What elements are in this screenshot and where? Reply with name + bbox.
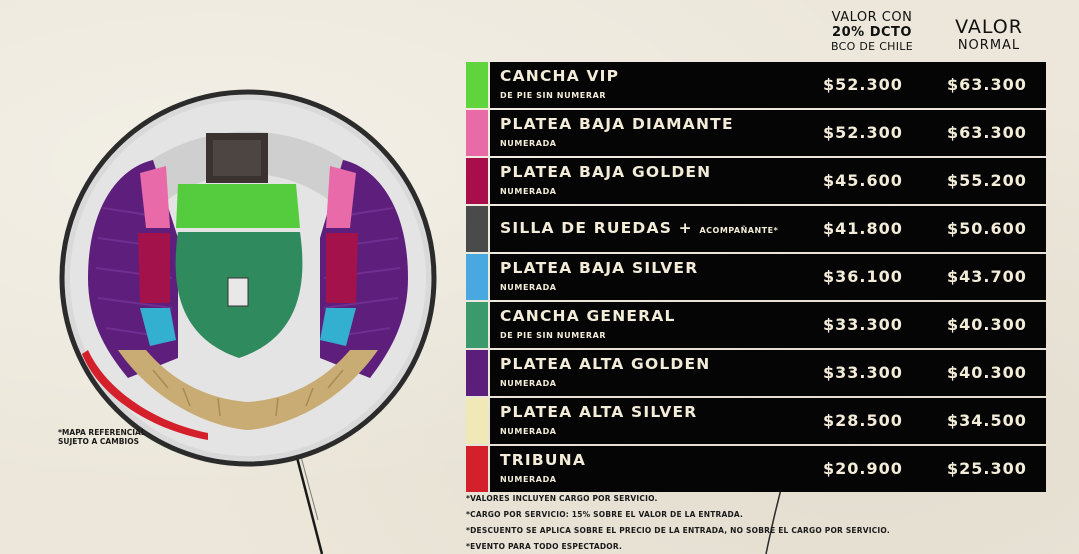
normal-header-line2: NORMAL [957, 38, 1021, 53]
footnote: *DESCUENTO SE APLICA SOBRE EL PRECIO DE … [466, 526, 890, 535]
zone-subtitle: NUMERADA [500, 427, 557, 436]
footnotes: *VALORES INCLUYEN CARGO POR SERVICIO. *C… [466, 491, 890, 554]
normal-price: $43.700 [947, 267, 1027, 286]
zone-name: PLATEA BAJA SILVER [500, 259, 699, 277]
zone-subtitle: NUMERADA [500, 379, 557, 388]
normal-price-header: VALOR NORMAL [938, 10, 1040, 53]
normal-price: $34.500 [947, 411, 1027, 430]
zone-subtitle: NUMERADA [500, 187, 557, 196]
zone-name: CANCHA GENERAL [500, 307, 676, 325]
zone-name: CANCHA VIP [500, 67, 620, 85]
row-bar: PLATEA ALTA SILVER NUMERADA $28.500 $34.… [490, 398, 1046, 444]
row-bar: CANCHA VIP DE PIE SIN NUMERAR $52.300 $6… [490, 62, 1046, 108]
row-bar: CANCHA GENERAL DE PIE SIN NUMERAR $33.30… [490, 302, 1046, 348]
zone-name-main: SILLA DE RUEDAS + [500, 219, 700, 237]
discount-header-line2: 20% DCTO [832, 25, 912, 40]
footnote: *CARGO POR SERVICIO: 15% SOBRE EL VALOR … [466, 510, 744, 519]
zone-subtitle: NUMERADA [500, 139, 557, 148]
zone-name: PLATEA BAJA DIAMANTE [500, 115, 734, 133]
price-row-silla-de-ruedas: SILLA DE RUEDAS + ACOMPAÑANTE* $41.800 $… [466, 206, 1046, 254]
color-swatch [466, 158, 488, 204]
discount-price: $20.900 [823, 459, 903, 478]
color-swatch [466, 206, 488, 252]
normal-header-line1: VALOR [955, 16, 1023, 38]
color-swatch [466, 446, 488, 492]
footnote: *VALORES INCLUYEN CARGO POR SERVICIO. [466, 494, 658, 503]
normal-price: $63.300 [947, 123, 1027, 142]
zone-name-extra: ACOMPAÑANTE* [699, 226, 779, 235]
normal-price: $40.300 [947, 315, 1027, 334]
color-swatch [466, 110, 488, 156]
discount-price: $33.300 [823, 363, 903, 382]
zone-subtitle: DE PIE SIN NUMERAR [500, 331, 607, 340]
zone-subtitle: DE PIE SIN NUMERAR [500, 91, 607, 100]
price-table: CANCHA VIP DE PIE SIN NUMERAR $52.300 $6… [466, 62, 1046, 494]
discount-price: $28.500 [823, 411, 903, 430]
zone-name: TRIBUNA [500, 451, 587, 469]
zone-subtitle: NUMERADA [500, 283, 557, 292]
color-swatch [466, 398, 488, 444]
zone-name: SILLA DE RUEDAS + ACOMPAÑANTE* [500, 219, 778, 237]
stadium-illustration [59, 89, 437, 467]
price-row-platea-baja-golden: PLATEA BAJA GOLDEN NUMERADA $45.600 $55.… [466, 158, 1046, 206]
normal-price: $50.600 [947, 219, 1027, 238]
color-swatch [466, 62, 488, 108]
discount-price: $52.300 [823, 75, 903, 94]
discount-price: $41.800 [823, 219, 903, 238]
discount-price: $52.300 [823, 123, 903, 142]
price-row-tribuna: TRIBUNA NUMERADA $20.900 $25.300 [466, 446, 1046, 494]
normal-price: $25.300 [947, 459, 1027, 478]
zone-name: PLATEA BAJA GOLDEN [500, 163, 712, 181]
venue-seating-map [58, 88, 438, 468]
normal-price: $63.300 [947, 75, 1027, 94]
row-bar: PLATEA BAJA GOLDEN NUMERADA $45.600 $55.… [490, 158, 1046, 204]
discount-price: $45.600 [823, 171, 903, 190]
row-bar: PLATEA BAJA DIAMANTE NUMERADA $52.300 $6… [490, 110, 1046, 156]
discount-header-line3: BCO DE CHILE [831, 40, 913, 53]
price-row-platea-baja-diamante: PLATEA BAJA DIAMANTE NUMERADA $52.300 $6… [466, 110, 1046, 158]
zone-name: PLATEA ALTA SILVER [500, 403, 698, 421]
zone-subtitle: NUMERADA [500, 475, 557, 484]
discount-header-line1: VALOR CON [831, 10, 913, 25]
price-row-cancha-vip: CANCHA VIP DE PIE SIN NUMERAR $52.300 $6… [466, 62, 1046, 110]
discount-price: $33.300 [823, 315, 903, 334]
normal-price: $40.300 [947, 363, 1027, 382]
price-row-platea-baja-silver: PLATEA BAJA SILVER NUMERADA $36.100 $43.… [466, 254, 1046, 302]
color-swatch [466, 302, 488, 348]
price-row-platea-alta-silver: PLATEA ALTA SILVER NUMERADA $28.500 $34.… [466, 398, 1046, 446]
discount-price-header: VALOR CON 20% DCTO BCO DE CHILE [812, 10, 932, 53]
row-bar: SILLA DE RUEDAS + ACOMPAÑANTE* $41.800 $… [490, 206, 1046, 252]
row-bar: TRIBUNA NUMERADA $20.900 $25.300 [490, 446, 1046, 492]
zone-name: PLATEA ALTA GOLDEN [500, 355, 711, 373]
normal-price: $55.200 [947, 171, 1027, 190]
color-swatch [466, 350, 488, 396]
footnote: *EVENTO PARA TODO ESPECTADOR. [466, 542, 623, 551]
row-bar: PLATEA BAJA SILVER NUMERADA $36.100 $43.… [490, 254, 1046, 300]
price-row-cancha-general: CANCHA GENERAL DE PIE SIN NUMERAR $33.30… [466, 302, 1046, 350]
row-bar: PLATEA ALTA GOLDEN NUMERADA $33.300 $40.… [490, 350, 1046, 396]
discount-price: $36.100 [823, 267, 903, 286]
map-disclaimer: *MAPA REFERENCIAL SUJETO A CAMBIOS [58, 428, 146, 446]
color-swatch [466, 254, 488, 300]
price-row-platea-alta-golden: PLATEA ALTA GOLDEN NUMERADA $33.300 $40.… [466, 350, 1046, 398]
